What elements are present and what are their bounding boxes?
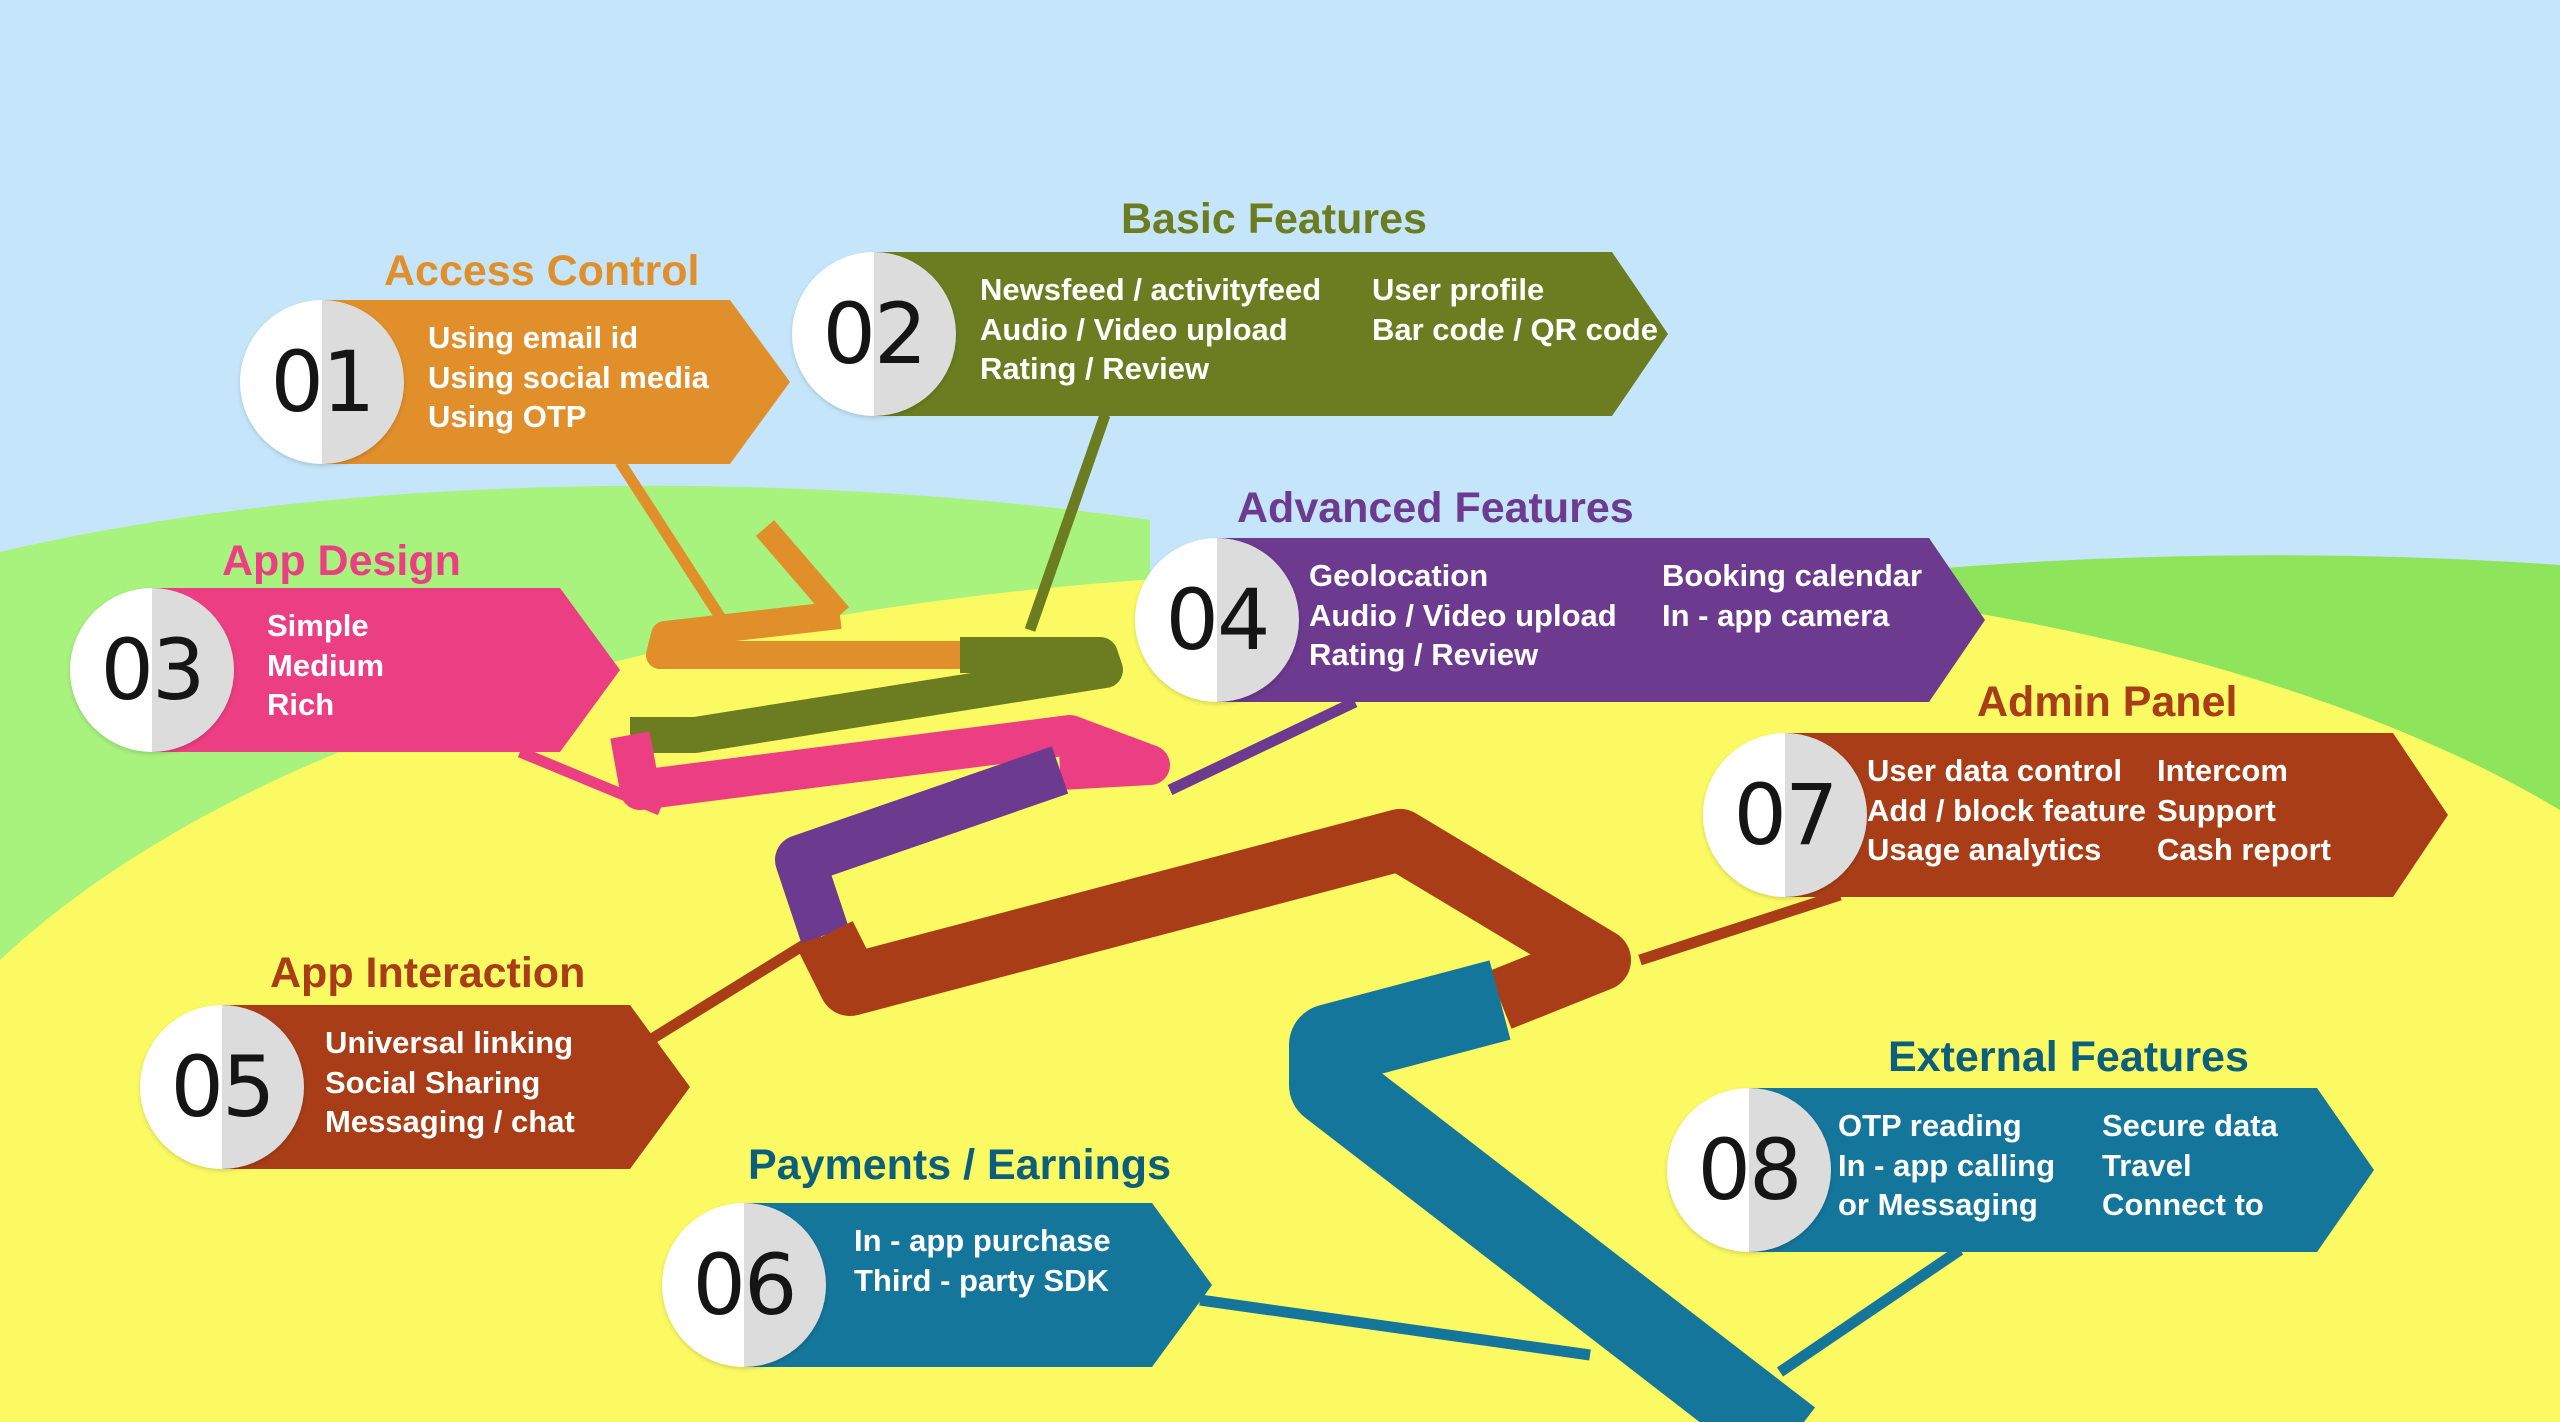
- app-interaction-title: App Interaction: [270, 949, 586, 997]
- payments-earnings-badge: 06: [662, 1203, 826, 1367]
- list-item: Usage analytics: [1867, 832, 2102, 867]
- list-item: Support: [2157, 792, 2276, 828]
- payments-earnings-title: Payments / Earnings: [748, 1141, 1171, 1189]
- list-item: Rich: [267, 687, 335, 722]
- list-item: Messaging / chat: [325, 1104, 575, 1139]
- app-design-banner: 03 Simple Medium Rich: [70, 588, 620, 752]
- app-interaction-arrow: [220, 1005, 690, 1169]
- list-item: Audio / Video upload: [980, 311, 1288, 347]
- list-item: Social Sharing: [325, 1064, 541, 1100]
- road-segment-purple: [775, 746, 1069, 943]
- road-segment-orange: [646, 601, 960, 669]
- list-item: Rating / Review: [1309, 637, 1539, 672]
- basic-features-banner: 02 Newsfeed / activityfeed Audio / Video…: [792, 252, 1668, 416]
- connector-06: [1199, 1294, 1591, 1361]
- admin-panel-items-left: User data control Add / block feature Us…: [1867, 751, 2146, 870]
- app-design-arrow: [150, 588, 620, 752]
- basic-features-badge: 02: [792, 252, 956, 416]
- basic-features-items-left: Newsfeed / activityfeed Audio / Video up…: [980, 270, 1321, 389]
- connector-02: [1024, 413, 1111, 632]
- basic-features-arrow: [872, 252, 1668, 416]
- road-segment-brown: [797, 809, 1631, 1029]
- connector-04: [1167, 697, 1358, 795]
- payments-earnings-items: In - app purchase Third - party SDK: [854, 1221, 1111, 1300]
- list-item: Booking calendar: [1662, 558, 1923, 593]
- admin-panel-banner: 07 User data control Add / block feature…: [1703, 733, 2448, 897]
- external-features-banner: 08 OTP reading In - app calling or Messa…: [1667, 1088, 2374, 1252]
- list-item: In - app camera: [1662, 597, 1890, 633]
- access-control-items: Using email id Using social media Using …: [428, 318, 709, 437]
- access-control-arrow: [320, 300, 790, 464]
- advanced-features-banner: 04 Geolocation Audio / Video upload Rati…: [1135, 538, 1985, 702]
- connector-lines: [517, 413, 1964, 1377]
- payments-earnings-banner: 06 In - app purchase Third - party SDK: [662, 1203, 1212, 1367]
- external-features-items-left: OTP reading In - app calling or Messagin…: [1838, 1106, 2055, 1225]
- connector-01: [615, 459, 740, 643]
- list-item: Using social media: [428, 359, 709, 395]
- list-item: Universal linking: [325, 1025, 574, 1060]
- list-item: Bar code / QR code: [1372, 311, 1658, 347]
- admin-panel-title: Admin Panel: [1977, 678, 2238, 726]
- list-item: Rating / Review: [980, 351, 1210, 386]
- road-segment-green: [630, 637, 1123, 753]
- list-item: Medium: [267, 647, 385, 683]
- basic-features-title: Basic Features: [1121, 195, 1427, 243]
- road-segment-pink: [610, 715, 1170, 810]
- list-item: Simple: [267, 608, 369, 643]
- list-item: Audio / Video upload: [1309, 597, 1617, 633]
- app-design-items: Simple Medium Rich: [267, 606, 384, 725]
- list-item: Add / block feature: [1867, 792, 2147, 828]
- external-features-items-right: Secure data Travel Connect to: [2102, 1106, 2278, 1225]
- road-segment-orange-tail: [755, 520, 850, 623]
- payments-earnings-arrow: [742, 1203, 1212, 1367]
- advanced-features-title: Advanced Features: [1237, 484, 1634, 532]
- list-item: Connect to: [2102, 1187, 2264, 1222]
- list-item: In - app purchase: [854, 1223, 1111, 1258]
- list-item: Using email id: [428, 320, 639, 355]
- list-item: or Messaging: [1838, 1187, 2038, 1222]
- admin-panel-items-right: Intercom Support Cash report: [2157, 751, 2331, 870]
- connector-08: [1776, 1245, 1964, 1377]
- advanced-features-badge: 04: [1135, 538, 1299, 702]
- list-item: OTP reading: [1838, 1108, 2022, 1143]
- list-item: User data control: [1867, 753, 2122, 788]
- app-design-badge: 03: [70, 588, 234, 752]
- connector-05: [647, 930, 823, 1045]
- app-design-title: App Design: [222, 537, 461, 585]
- list-item: Third - party SDK: [854, 1262, 1109, 1298]
- advanced-features-items-right: Booking calendar In - app camera: [1662, 556, 1922, 635]
- access-control-banner: 01 Using email id Using social media Usi…: [240, 300, 790, 464]
- basic-features-items-right: User profile Bar code / QR code: [1372, 270, 1658, 349]
- app-interaction-badge: 05: [140, 1005, 304, 1169]
- external-features-title: External Features: [1888, 1033, 2249, 1081]
- external-features-badge: 08: [1667, 1088, 1831, 1252]
- admin-panel-badge: 07: [1703, 733, 1867, 897]
- app-interaction-banner: 05 Universal linking Social Sharing Mess…: [140, 1005, 690, 1169]
- list-item: User profile: [1372, 272, 1545, 307]
- list-item: Secure data: [2102, 1108, 2278, 1143]
- list-item: Cash report: [2157, 832, 2331, 867]
- list-item: Newsfeed / activityfeed: [980, 272, 1322, 307]
- app-interaction-items: Universal linking Social Sharing Messagi…: [325, 1023, 575, 1142]
- advanced-features-items-left: Geolocation Audio / Video upload Rating …: [1309, 556, 1617, 675]
- list-item: Travel: [2102, 1147, 2192, 1183]
- connector-07: [1638, 889, 1842, 966]
- admin-panel-arrow: [1783, 733, 2448, 897]
- external-features-arrow: [1747, 1088, 2374, 1252]
- list-item: Using OTP: [428, 399, 587, 434]
- list-item: Intercom: [2157, 753, 2288, 788]
- list-item: Geolocation: [1309, 558, 1489, 593]
- advanced-features-arrow: [1215, 538, 1985, 702]
- access-control-badge: 01: [240, 300, 404, 464]
- access-control-title: Access Control: [384, 247, 700, 295]
- list-item: In - app calling: [1838, 1147, 2056, 1183]
- road-segment-blue: [1289, 960, 1816, 1422]
- winding-road: [610, 520, 1816, 1422]
